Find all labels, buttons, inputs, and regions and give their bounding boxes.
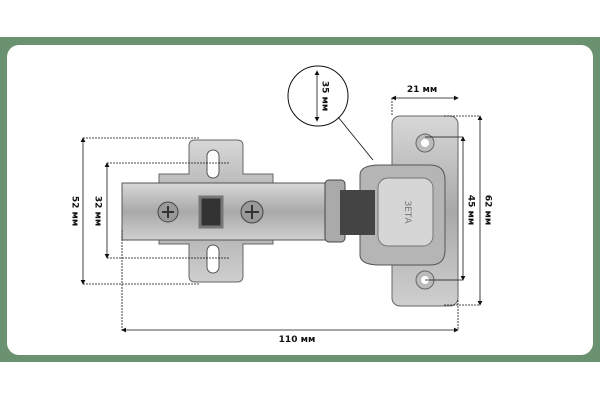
cup-base-plate: ЗЕТА bbox=[359, 115, 459, 307]
dim-label-21: 21 мм bbox=[407, 85, 437, 95]
dim-label-45: 45 мм bbox=[466, 195, 476, 225]
hinge-arm bbox=[121, 179, 375, 243]
brand-mark: ЗЕТА bbox=[402, 200, 412, 224]
dim-label-62: 62 мм bbox=[483, 195, 493, 225]
dim-label-110: 110 мм bbox=[279, 335, 316, 345]
dim-label-35: 35 мм bbox=[320, 81, 330, 111]
dim-label-32: 32 мм bbox=[93, 196, 103, 226]
dimension-lines bbox=[80, 65, 483, 333]
dim-label-52: 52 мм bbox=[70, 196, 80, 226]
